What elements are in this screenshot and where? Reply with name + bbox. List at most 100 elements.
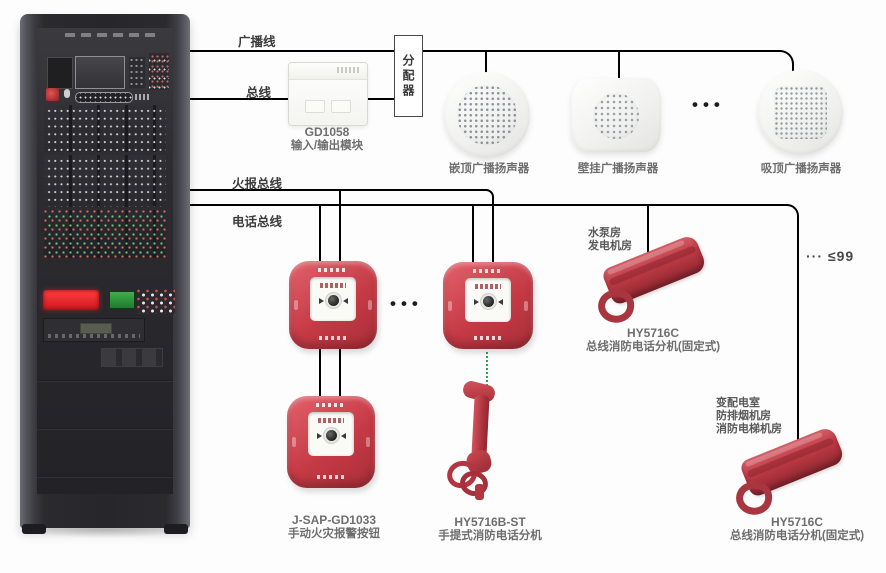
side-mark: [448, 300, 452, 311]
arrow-icon: [473, 298, 479, 305]
call-point-top-text: [473, 269, 503, 273]
portable-phone-dotted-wire: [486, 347, 488, 402]
call-point-face-text: [475, 284, 501, 289]
cabinet-left-screen: [47, 57, 73, 89]
call-point-face-text: [320, 283, 346, 288]
fire-bus-wire: [190, 189, 494, 267]
module-led-grid: [44, 210, 166, 258]
panel-seam: [37, 428, 173, 430]
arrow-icon: [316, 432, 322, 439]
handset-handle: [471, 394, 490, 458]
phone-branch-wire-3: [647, 204, 649, 262]
side-mark: [292, 437, 296, 447]
speaker-drop-wire-2: [618, 51, 620, 79]
call-point-bottom-text: [319, 336, 347, 340]
call-point-button: [310, 295, 356, 306]
call-point-face: [310, 277, 356, 321]
side-mark: [366, 437, 370, 447]
arrow-icon: [318, 297, 324, 304]
phone-bus-label: 电话总线: [232, 215, 283, 229]
speaker-drop-wire-1: [485, 51, 487, 73]
call-point-bottom-text: [317, 475, 345, 479]
keypad: [137, 289, 175, 314]
microphone-icon: [64, 89, 70, 98]
fire-bus-label: 火报总线: [232, 177, 283, 191]
cabinet-button-strip: [75, 92, 133, 103]
speaker-ceiling-recessed: [444, 72, 530, 158]
press-dot: [327, 295, 339, 306]
cabinet-header-text-row: [65, 33, 159, 37]
distributor-box: 分配器: [394, 35, 423, 117]
speaker-wall-label: 壁挂广播扬声器: [577, 163, 659, 175]
cabinet-foot: [164, 524, 188, 534]
portable-fire-phone: [441, 379, 513, 505]
fixed-phone-2-label: HY5716C 总线消防电话分机(固定式): [729, 515, 865, 542]
io-module-label: GD1058 输入/输出模块: [290, 125, 364, 152]
speaker-ceiling-surface: [758, 70, 843, 155]
cabinet-foot: [22, 524, 46, 534]
green-led-display: [109, 291, 135, 309]
arrow-icon: [497, 298, 503, 305]
fixed-phone-1-label: HY5716C 总线消防电话分机(固定式): [585, 326, 721, 353]
cabinet-main-display: [75, 56, 125, 89]
arrow-icon: [342, 297, 348, 304]
phone-bus-wire: [190, 204, 799, 458]
call-point-ellipsis: •••: [390, 294, 423, 313]
panel-seam: [37, 380, 173, 382]
phone-cord: [735, 480, 773, 516]
speaker-grille: [457, 85, 517, 145]
control-strip-buttons: [48, 334, 140, 338]
fixed-phone-2-rooms: 变配电室 防排烟机房 消防电梯机房: [716, 397, 782, 435]
brand-logo-badge: [46, 88, 59, 101]
distributor-label: 分配器: [401, 53, 415, 99]
side-mark: [368, 300, 372, 310]
manual-call-point-2: [443, 262, 533, 349]
control-strip-lcd: [80, 323, 112, 334]
fixed-phone-1-rooms: 水泵房 发电机房: [588, 227, 632, 252]
call-point-top-text: [316, 403, 346, 407]
cabinet-indicator-block: [129, 57, 145, 88]
broadcast-line-label: 广播线: [238, 35, 276, 49]
phone-branch-wire-2: [472, 204, 474, 266]
side-mark: [294, 300, 298, 310]
side-mark: [524, 300, 528, 311]
switch-row: [101, 348, 163, 367]
call-point-bottom-text: [474, 336, 502, 340]
capacity-note: ··· ≤99: [806, 248, 855, 264]
arrow-icon: [340, 432, 346, 439]
call-point-face: [308, 412, 354, 456]
speaker-grille: [774, 86, 827, 139]
press-dot: [482, 296, 494, 307]
speaker-wall-mounted: [571, 78, 661, 152]
cabinet-strip-tag: [135, 94, 149, 100]
handset-plug: [475, 484, 484, 500]
press-dot: [325, 430, 337, 441]
speaker-ellipsis: •••: [692, 95, 725, 114]
broadcast-line-wire: [190, 50, 794, 76]
cabinet-front-panel: [37, 28, 175, 494]
call-point-button: [308, 430, 354, 441]
control-strip: [43, 318, 145, 342]
panel-seam: [37, 476, 173, 478]
call-point-face-text: [318, 418, 344, 423]
io-module-device: [288, 62, 368, 126]
io-module-terminal: [331, 100, 351, 113]
bus-line-label: 总线: [246, 86, 272, 100]
speaker-recessed-label: 嵌顶广播扬声器: [448, 163, 530, 175]
red-led-display: [43, 290, 99, 310]
speaker-surface-label: 吸顶广播扬声器: [760, 163, 842, 175]
manual-call-point-1: [289, 261, 377, 349]
manual-call-point-3: [287, 396, 375, 488]
call-point-label: J-SAP-GD1033 手动火灾报警按钮: [288, 513, 380, 540]
call-point-button: [465, 296, 511, 307]
io-module-tag: [337, 67, 359, 73]
call-point-top-text: [318, 268, 348, 272]
call-point-face: [465, 278, 511, 322]
zone-indicator-grid-2: [44, 155, 166, 207]
cabinet-led-column: [149, 53, 169, 90]
speaker-grille: [593, 93, 639, 139]
zone-indicator-grid-1: [44, 105, 166, 152]
io-module-terminal: [305, 100, 325, 113]
fire-alarm-control-cabinet: [20, 14, 190, 534]
